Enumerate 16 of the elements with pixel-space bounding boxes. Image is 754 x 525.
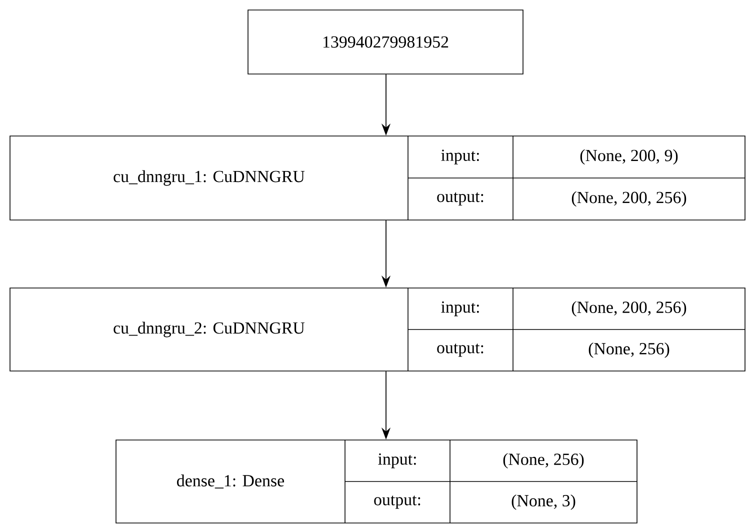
port-label: input: — [378, 453, 416, 468]
layer-box: 139940279981952 — [248, 10, 524, 74]
port-label: output: — [437, 344, 484, 357]
layer-name: cu_dnngru_1: CuDNNGRU — [114, 170, 305, 186]
port-label: input: — [441, 150, 479, 164]
port-label: input: — [441, 301, 479, 316]
shape-value: (None, 200, 256) — [572, 301, 686, 316]
shape-value: (None, 200, 256) — [572, 191, 686, 207]
port-label: output: — [374, 496, 420, 509]
shape-value: (None, 256) — [503, 453, 584, 468]
port-label: output: — [437, 192, 484, 206]
shape-value: (None, 3) — [512, 494, 576, 510]
layer-name: cu_dnngru_2: CuDNNGRU — [114, 322, 305, 338]
shape-value: (None, 200, 9) — [580, 149, 678, 165]
layer-name: dense_1: Dense — [177, 474, 284, 488]
shape-value: (None, 256) — [588, 342, 670, 358]
